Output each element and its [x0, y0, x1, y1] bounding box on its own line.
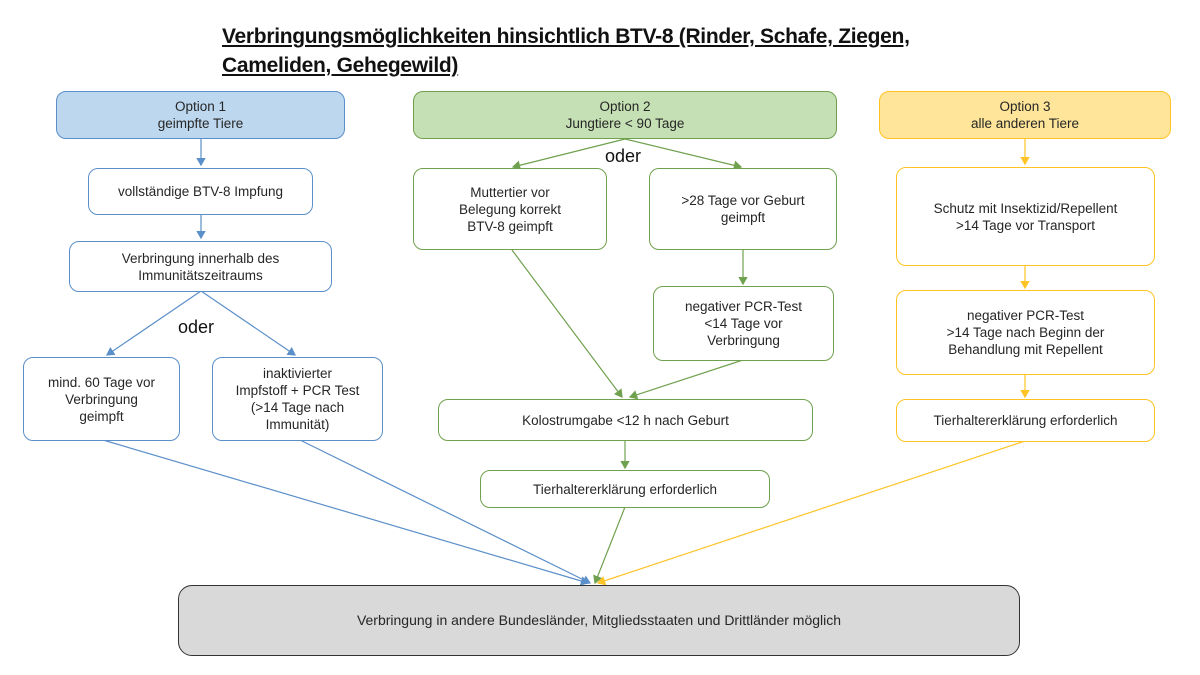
- option1-branch-inaktivierter: inaktivierter Impfstoff + PCR Test (>14 …: [212, 357, 383, 441]
- arrow-verbringung-to-60tage: [106, 290, 202, 356]
- arrow-pcr-to-kolostrum: [628, 359, 744, 400]
- option2-branch-28tage: >28 Tage vor Geburt geimpft: [649, 168, 837, 250]
- option1-header: Option 1 geimpfte Tiere: [56, 91, 345, 139]
- diagram-title: Verbringungsmöglichkeiten hinsichtlich B…: [222, 25, 910, 77]
- arrow-muttertier-to-kolostrum: [511, 249, 623, 398]
- arrow-verbringung-to-inaktivierter: [200, 290, 296, 356]
- arrow-opt2-to-muttertier: [511, 138, 626, 170]
- arrow-declaration-to-final: [593, 506, 626, 585]
- option2-branch-muttertier: Muttertier vor Belegung korrekt BTV-8 ge…: [413, 168, 607, 250]
- option1-branch-60tage: mind. 60 Tage vor Verbringung geimpft: [23, 357, 180, 441]
- option3-step-declaration: Tierhaltererklärung erforderlich: [896, 399, 1155, 442]
- option3-step-schutz: Schutz mit Insektizid/Repellent >14 Tage…: [896, 167, 1155, 266]
- option2-step-kolostrum: Kolostrumgabe <12 h nach Geburt: [438, 399, 813, 441]
- option3-header: Option 3 alle anderen Tiere: [879, 91, 1171, 139]
- arrow-60tage-to-final: [102, 439, 590, 586]
- option1-or-label: oder: [178, 317, 215, 337]
- option2-header: Option 2 Jungtiere < 90 Tage: [413, 91, 837, 139]
- option1-step-verbringung: Verbringung innerhalb des Immunitätszeit…: [69, 241, 332, 292]
- option2-step-pcr: negativer PCR-Test <14 Tage vor Verbring…: [653, 286, 834, 361]
- arrow-opt2-to-28tage: [624, 138, 743, 170]
- arrow-opt3-declaration-to-final: [596, 440, 1026, 586]
- option1-step-impfung: vollständige BTV-8 Impfung: [88, 168, 313, 215]
- arrow-inaktivierter-to-final: [299, 439, 592, 585]
- option2-step-declaration: Tierhaltererklärung erforderlich: [480, 470, 770, 508]
- option2-or-label: oder: [605, 146, 642, 166]
- option3-step-pcr: negativer PCR-Test >14 Tage nach Beginn …: [896, 290, 1155, 375]
- final-outcome: Verbringung in andere Bundesländer, Mitg…: [178, 585, 1020, 656]
